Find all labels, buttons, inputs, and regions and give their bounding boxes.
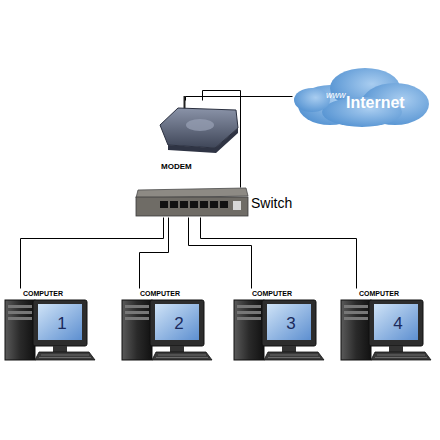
computer-number: 2 <box>169 315 189 332</box>
cloud-title: Internet <box>346 95 405 111</box>
switch-node: Switch <box>135 187 249 217</box>
computer-node: COMPUTER 1 <box>5 288 97 363</box>
computer-label: COMPUTER <box>140 290 180 297</box>
computer-number: 4 <box>388 315 408 332</box>
computer-node: COMPUTER 2 <box>122 288 214 363</box>
internet-cloud <box>294 68 429 127</box>
computer-label: COMPUTER <box>359 290 399 297</box>
network-cable <box>203 91 241 188</box>
internet-cloud-node: wwwInternet <box>292 68 432 128</box>
computer-node: COMPUTER 4 <box>341 288 433 363</box>
modem-label: MODEM <box>161 163 192 171</box>
network-cable <box>201 218 357 289</box>
modem-node: MODEM <box>155 100 245 175</box>
computer-number: 1 <box>52 315 72 332</box>
switch-label: Switch <box>251 196 292 210</box>
cloud-prefix: www <box>326 91 346 100</box>
network-cable <box>189 218 252 289</box>
network-cable <box>186 97 293 101</box>
network-cable <box>140 218 169 289</box>
computer-label: COMPUTER <box>252 290 292 297</box>
switch-symbol <box>136 188 248 216</box>
computer-number: 3 <box>281 315 301 332</box>
computer-node: COMPUTER 3 <box>234 288 326 363</box>
modem-symbol <box>160 96 238 153</box>
computer-label: COMPUTER <box>23 290 63 297</box>
